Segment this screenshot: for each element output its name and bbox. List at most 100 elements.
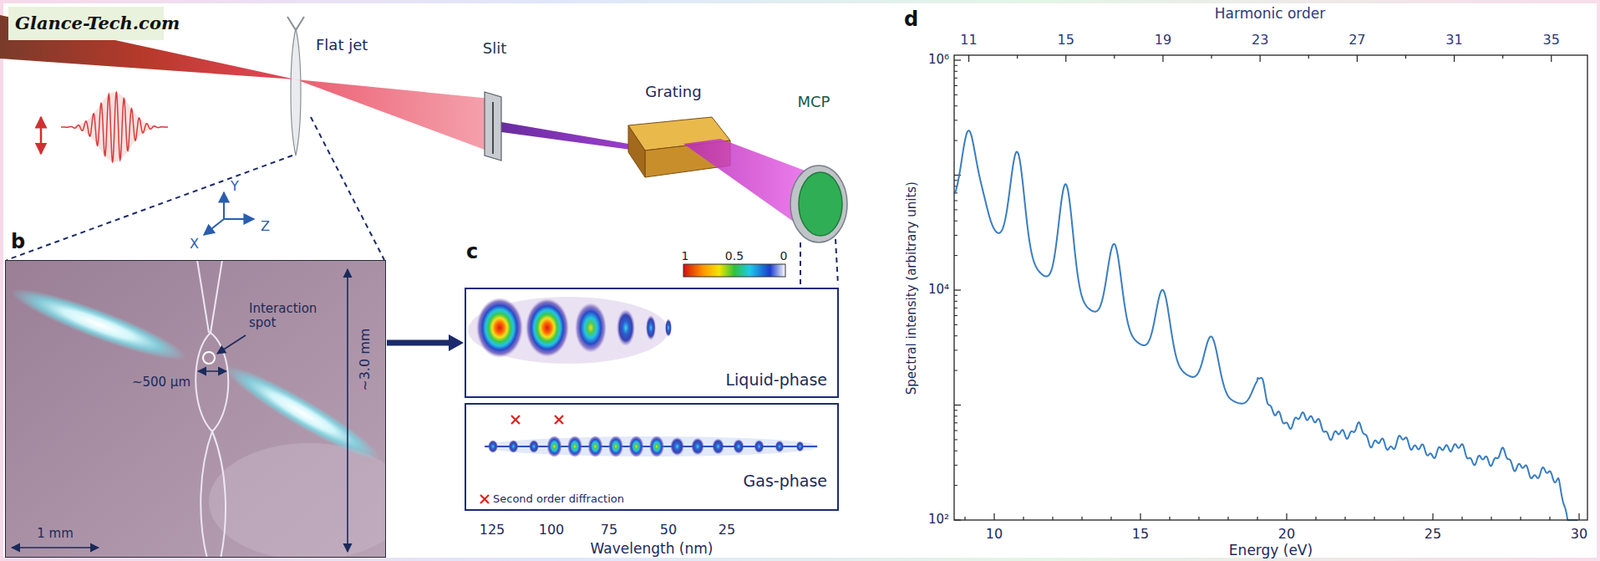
laser-streak [5, 278, 192, 371]
harmonic-spot [608, 435, 624, 458]
slit-plate [484, 91, 502, 161]
axis-tick [954, 59, 961, 61]
harmonic-spot [547, 435, 563, 458]
box-label: Liquid-phase [726, 370, 828, 390]
connector-line [386, 340, 451, 346]
colorbar-value: 0 [780, 248, 788, 263]
interaction-spot [203, 351, 215, 364]
harmonic-spot [732, 438, 744, 454]
harmonic-spot [665, 318, 672, 337]
colorbar [683, 264, 786, 277]
tick-label: 11 [960, 32, 977, 48]
axis-title: Harmonic order [1214, 5, 1326, 23]
axes-triad [223, 192, 225, 219]
harmonic-spot [645, 314, 656, 341]
setup-illustration [0, 6, 848, 285]
arrow-head [448, 334, 464, 351]
tick-label: 10⁴ [928, 282, 950, 297]
scale-label: 1 mm [36, 526, 74, 541]
box-label: Gas-phase [743, 472, 828, 491]
tick-label: 31 [1445, 32, 1463, 48]
jet-sheet [200, 431, 213, 558]
zoom-line [799, 242, 802, 285]
tick-label: 15 [1057, 32, 1075, 48]
axis-tick [993, 513, 995, 520]
pointer-arrow [217, 335, 246, 354]
axis-tick [1259, 55, 1261, 62]
dimension-arrow [198, 370, 227, 372]
harmonic-spot [616, 309, 635, 346]
tick-label: 75 [600, 522, 618, 538]
harmonic-spot [775, 440, 785, 453]
jet-photo [5, 259, 387, 558]
harmonic-spot [690, 437, 705, 456]
component-label: Grating [645, 83, 701, 102]
harmonic-spot [528, 439, 539, 453]
tick-label: 20 [1278, 526, 1296, 542]
flat-jet [290, 28, 301, 156]
photo-panel: b [5, 259, 387, 558]
spectrum-curve [954, 130, 1578, 520]
harmonic-spot [588, 435, 604, 458]
axes-triad [203, 192, 254, 235]
tick-label: 10² [928, 512, 950, 527]
axes-triad [203, 218, 224, 235]
axis-letter: X [189, 236, 199, 252]
dimension-label: ~3.0 mm [358, 327, 374, 391]
slit-opening [492, 101, 494, 154]
mcp-detector [798, 172, 843, 236]
harmonic-spot [508, 439, 519, 453]
connector-arrow [386, 334, 464, 351]
harmonic-spot [487, 439, 498, 453]
watermark: Glance-Tech.com [15, 13, 180, 34]
tick-label: 10⁶ [928, 52, 950, 67]
detector-images [683, 264, 786, 277]
panel-letter: b [10, 230, 26, 254]
tick-label: 35 [1543, 32, 1560, 48]
pulse-envelope [60, 91, 168, 163]
axis-title: Wavelength (nm) [590, 540, 714, 558]
tick-label: 27 [1348, 32, 1366, 48]
xuv-beam [501, 121, 644, 152]
zoom-line [835, 238, 839, 285]
harmonic-spot [476, 297, 524, 358]
legend-marker [480, 494, 489, 503]
harmonic-spot [525, 298, 569, 357]
harmonic-spot [711, 437, 724, 454]
axis-tick [954, 289, 961, 290]
tick-label: 50 [660, 522, 677, 538]
jet-sheet [195, 332, 229, 432]
harmonic-spot [754, 439, 765, 453]
scale-bar [11, 546, 99, 549]
harmonic-spot [670, 436, 685, 456]
laser-beam [295, 79, 492, 153]
tick-label: 10 [985, 526, 1003, 542]
diffraction-marker [554, 415, 564, 424]
tick-label: 19 [1154, 32, 1172, 48]
component-label: MCP [797, 93, 831, 112]
legend-entry: Second order diffraction [479, 492, 625, 505]
axis-tick [1162, 55, 1164, 62]
laser-pulse [60, 92, 168, 163]
component-label: Slit [482, 40, 508, 58]
dimension-label: ~500 µm [132, 375, 191, 390]
legend-text: Second order diffraction [492, 492, 625, 505]
plot-frame [954, 55, 1588, 520]
tick-label: 15 [1132, 526, 1149, 542]
jet-sheet [195, 259, 229, 558]
jet-sheet [210, 259, 223, 333]
generated-graphics [60, 55, 1580, 520]
diffraction-marker [511, 415, 520, 424]
axis-tick [954, 404, 961, 406]
grating [628, 125, 646, 178]
axis-letter: Y [230, 178, 239, 194]
signal-haze [484, 436, 819, 457]
jet-nozzle [287, 16, 305, 31]
axis-tick [1453, 55, 1455, 62]
axis-title: Spectral intensity (arbitrary units) [904, 181, 920, 395]
signal-haze [467, 296, 669, 364]
tick-label: 23 [1251, 32, 1269, 48]
spectrum-box: Liquid-phase [464, 287, 839, 398]
axes-triad [223, 218, 254, 220]
